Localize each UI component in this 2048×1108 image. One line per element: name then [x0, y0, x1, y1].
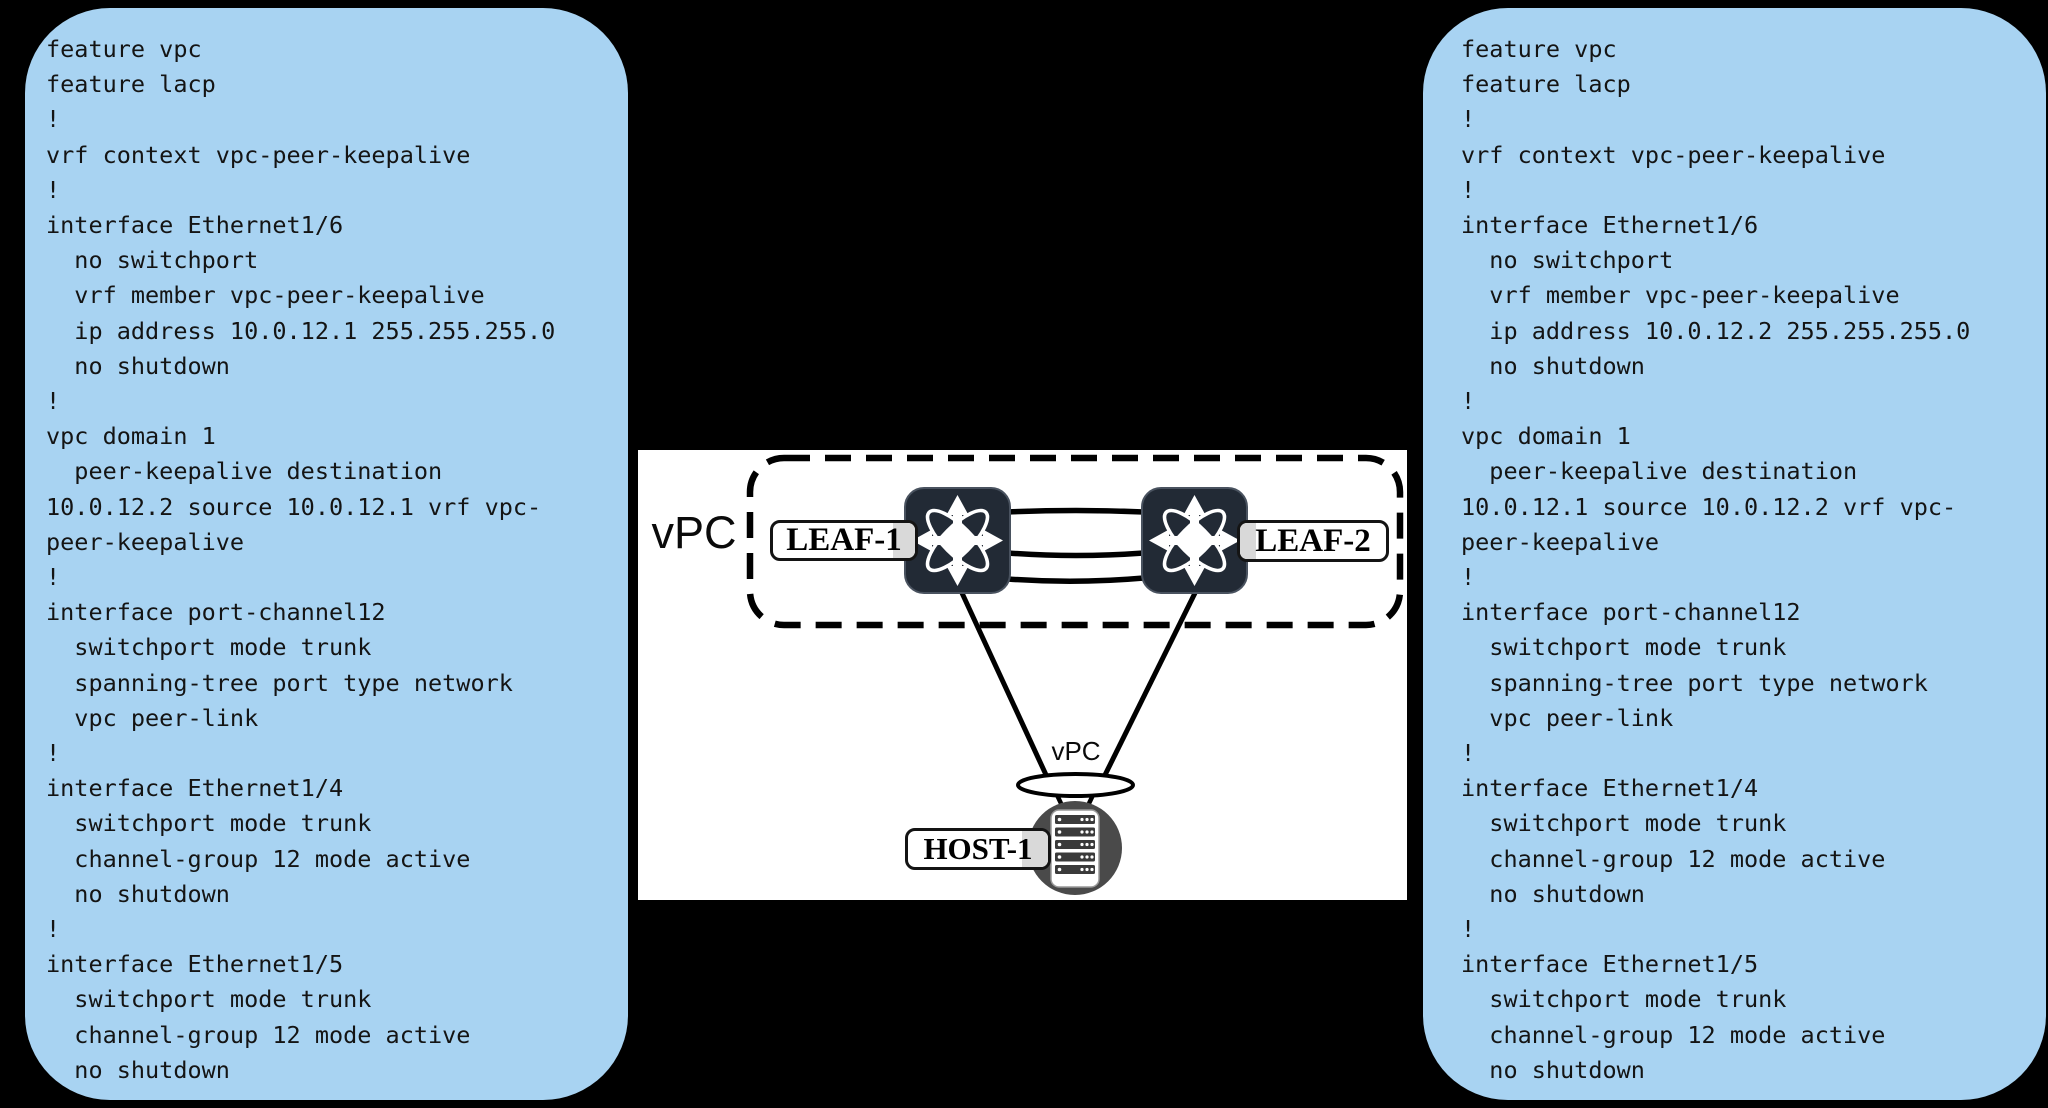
vpc-topology-diagram: vPC LEAF-1 LEAF-2 vPC HOST-1: [638, 450, 1407, 900]
leaf1-label-overlap: [893, 523, 915, 558]
host1-label-overlap: [1022, 831, 1048, 867]
leaf1-label: LEAF-1: [786, 522, 902, 558]
leaf2-config-text: feature vpc feature lacp ! vrf context v…: [1461, 35, 1971, 1084]
leaf1-label-box: LEAF-1: [770, 520, 918, 561]
leaf2-config-panel: feature vpc feature lacp ! vrf context v…: [1423, 8, 2046, 1100]
multilayer-switch-icon-leaf2: [1141, 487, 1248, 594]
vpc-member-link-line-left: [959, 591, 1050, 779]
host1-label-box: HOST-1: [905, 828, 1051, 870]
leaf2-label-overlap: [1240, 523, 1256, 559]
server-icon: [1050, 809, 1100, 888]
vpc-port-channel-label: vPC: [1051, 736, 1101, 766]
vpc-domain-label: vPC: [651, 507, 737, 558]
vpc-domain-dashed-boundary: [746, 454, 1404, 629]
port-channel-ellipse: [1016, 772, 1135, 798]
vpc-member-link-line-right: [1102, 591, 1198, 777]
leaf1-config-panel: feature vpc feature lacp ! vrf context v…: [25, 8, 628, 1100]
leaf2-label-box: LEAF-2: [1237, 520, 1389, 562]
leaf2-label: LEAF-2: [1255, 522, 1371, 559]
leaf1-config-text: feature vpc feature lacp ! vrf context v…: [46, 35, 556, 1084]
peer-link-lines: [1007, 507, 1145, 585]
host1-label: HOST-1: [923, 831, 1033, 866]
multilayer-switch-icon-leaf1: [904, 487, 1011, 594]
